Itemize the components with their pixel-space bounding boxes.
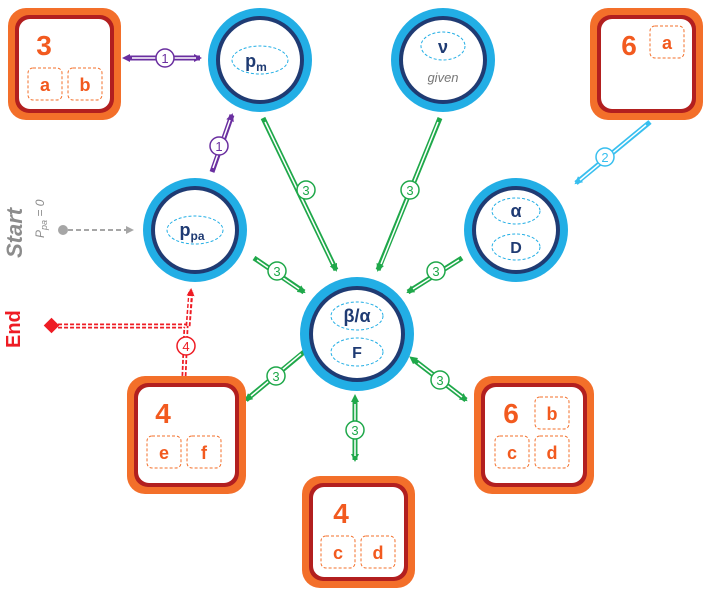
step-badge-end: 4 (176, 336, 196, 356)
svg-text:ppa: ppa (179, 220, 204, 243)
svg-text:3: 3 (406, 183, 413, 198)
node-alpha: α D (464, 178, 568, 282)
box-top-left: 3 a b (8, 8, 121, 120)
node-pm: pm (208, 8, 312, 112)
box-bottom-center: 4 c d (302, 476, 415, 588)
svg-text:3: 3 (436, 373, 443, 388)
svg-text:a: a (662, 33, 673, 53)
start-dot (58, 225, 68, 235)
svg-text:4: 4 (155, 398, 171, 429)
svg-text:D: D (510, 240, 522, 257)
svg-text:F: F (352, 345, 362, 362)
svg-text:given: given (427, 70, 458, 85)
svg-text:c: c (507, 443, 517, 463)
svg-text:3: 3 (272, 369, 279, 384)
svg-text:d: d (373, 543, 384, 563)
step-badge-beta-boxright: 3 (430, 370, 450, 390)
step-badge-ppa-beta: 3 (267, 261, 287, 281)
cell (649, 25, 685, 59)
box-bottom-left: 4 e f (127, 376, 246, 494)
cell (360, 535, 396, 569)
start-label: Start (2, 206, 27, 258)
svg-text:b: b (80, 75, 91, 95)
svg-text:4: 4 (182, 339, 189, 354)
cell (146, 435, 182, 469)
svg-text:β/α: β/α (343, 306, 370, 326)
step-badge-alpha-beta: 3 (426, 261, 446, 281)
svg-text:3: 3 (273, 264, 280, 279)
svg-text:3: 3 (432, 264, 439, 279)
box-bottom-right: 6 b c d (474, 376, 594, 494)
cell (534, 435, 570, 469)
svg-text:1: 1 (161, 51, 168, 66)
svg-text:pm: pm (245, 51, 267, 74)
end-diamond (43, 317, 60, 334)
svg-text:3: 3 (302, 183, 309, 198)
cell (186, 435, 222, 469)
svg-text:ν: ν (438, 37, 448, 57)
svg-text:b: b (547, 404, 558, 424)
box-top-right: 6 a (590, 8, 703, 120)
cell (67, 67, 103, 101)
svg-text:6: 6 (621, 30, 637, 61)
svg-text:3: 3 (351, 423, 358, 438)
step-badge-pm-box: 1 (155, 48, 175, 68)
svg-text:α: α (510, 201, 521, 221)
svg-text:f: f (201, 443, 208, 463)
step-badge-ppa-pm: 1 (209, 136, 229, 156)
cell (27, 67, 63, 101)
svg-text:e: e (159, 443, 169, 463)
svg-text:a: a (40, 75, 51, 95)
step-badge-beta-boxcenter: 3 (345, 420, 365, 440)
start-formula: Ppa = 0 (33, 199, 49, 238)
node-nu: ν given (391, 8, 495, 112)
cell (494, 435, 530, 469)
node-ppa: ppa (143, 178, 247, 282)
edge-end (43, 288, 195, 377)
svg-text:1: 1 (215, 139, 222, 154)
cell (534, 396, 570, 430)
step-badge-box-alpha: 2 (595, 147, 615, 167)
svg-text:6: 6 (503, 398, 519, 429)
step-badge-beta-boxleft: 3 (266, 366, 286, 386)
step-badge-nu-beta: 3 (400, 180, 420, 200)
svg-text:d: d (547, 443, 558, 463)
edge-start-ppa (58, 225, 134, 235)
svg-text:c: c (333, 543, 343, 563)
node-beta: β/α F (300, 277, 414, 391)
svg-text:3: 3 (36, 30, 52, 61)
svg-text:4: 4 (333, 498, 349, 529)
svg-text:2: 2 (601, 150, 608, 165)
cell (320, 535, 356, 569)
step-badge-pm-beta: 3 (296, 180, 316, 200)
end-label: End (3, 310, 25, 348)
